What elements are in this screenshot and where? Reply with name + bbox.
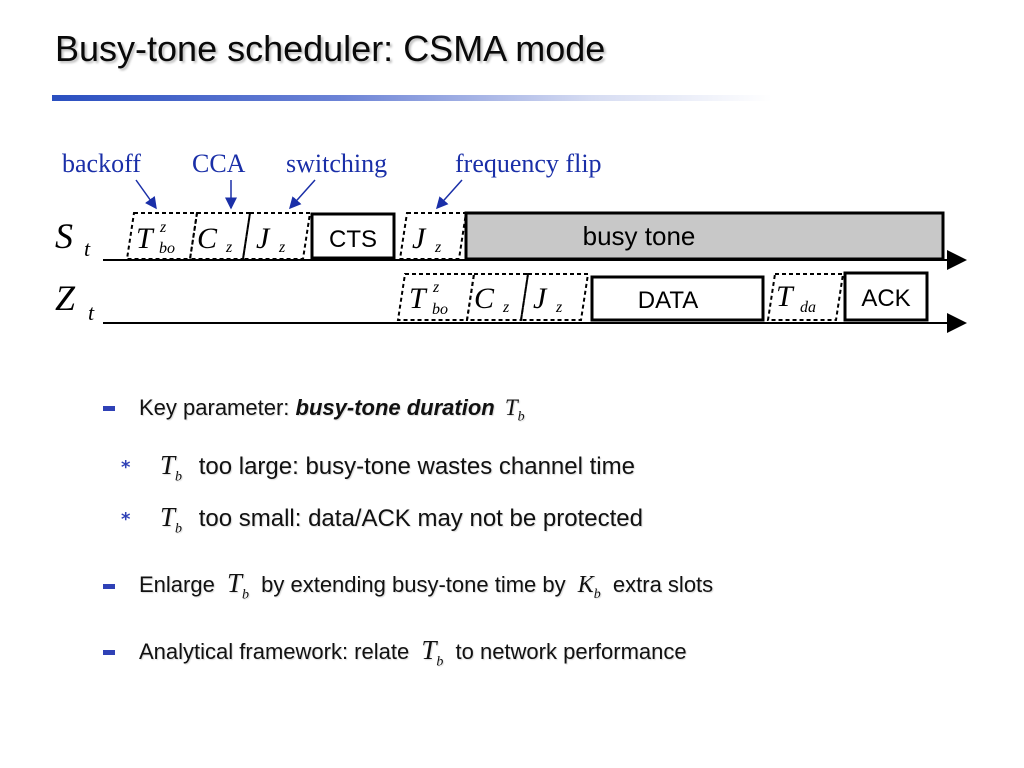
row-label-z: Z t: [55, 278, 95, 325]
svg-text:z: z: [434, 239, 442, 256]
sub-bullet-star-1: *: [121, 457, 131, 478]
svg-text:z: z: [225, 239, 233, 256]
annotation-cca: CCA: [192, 149, 246, 178]
svg-text:T: T: [776, 280, 795, 313]
busy-tone-duration-text: busy-tone duration: [295, 395, 495, 420]
symbol-tb: Tb: [421, 635, 444, 670]
row-label-s: S t: [55, 216, 91, 261]
annotation-backoff: backoff: [62, 149, 141, 178]
svg-text:J: J: [533, 282, 548, 315]
svg-text:S: S: [55, 216, 73, 256]
symbol-tb: Tb: [226, 568, 249, 603]
block-s-backoff: T z bo: [125, 212, 199, 260]
svg-text:z: z: [502, 299, 510, 316]
symbol-tb: Tb: [504, 395, 525, 425]
svg-text:CTS: CTS: [329, 226, 377, 253]
svg-text:T: T: [136, 222, 155, 255]
svg-text:J: J: [256, 222, 271, 255]
svg-text:ACK: ACK: [861, 285, 910, 312]
svg-text:t: t: [84, 236, 91, 261]
svg-text:z: z: [278, 239, 286, 256]
svg-text:T: T: [409, 282, 428, 315]
svg-text:bo: bo: [159, 240, 175, 257]
block-data: DATA: [590, 275, 765, 322]
symbol-tb: Tb: [160, 502, 183, 537]
block-busy-tone: busy tone: [464, 211, 945, 261]
svg-text:C: C: [474, 282, 495, 315]
slide-title: Busy-tone scheduler: CSMA mode: [55, 28, 606, 69]
svg-text:busy tone: busy tone: [583, 221, 696, 251]
sub-bullet-too-small: Tb too small: data/ACK may not be protec…: [160, 502, 643, 537]
bullet-enlarge: Enlarge Tb by extending busy-tone time b…: [139, 568, 714, 603]
block-cts: CTS: [310, 212, 396, 260]
arrow-backoff: [135, 179, 157, 210]
svg-text:J: J: [412, 222, 427, 255]
timing-diagram: backoff CCA switching frequency flip S t…: [55, 149, 967, 333]
svg-text:z: z: [432, 279, 440, 296]
svg-text:z: z: [159, 219, 167, 236]
svg-text:z: z: [555, 299, 563, 316]
block-s-flip: J z: [398, 212, 468, 260]
block-ack: ACK: [843, 271, 929, 322]
svg-text:DATA: DATA: [638, 287, 698, 314]
block-s-switching: J z: [241, 212, 312, 260]
block-z-switching: J z: [519, 273, 590, 321]
svg-text:da: da: [800, 299, 816, 316]
block-s-cca: C z: [188, 212, 252, 260]
bullet-dash-2: [103, 584, 115, 589]
svg-text:C: C: [197, 222, 218, 255]
bullet-dash-3: [103, 650, 115, 655]
symbol-tb: Tb: [160, 450, 183, 485]
bullet-key-parameter: Key parameter: busy-tone duration Tb: [139, 395, 525, 425]
symbol-kb: Kb: [577, 572, 601, 602]
sub-bullet-too-large: Tb too large: busy-tone wastes channel t…: [160, 450, 635, 485]
arrow-frequency-flip: [436, 179, 463, 210]
svg-text:t: t: [88, 300, 95, 325]
sub-bullet-star-2: *: [121, 509, 131, 530]
bullet-dash-1: [103, 406, 115, 411]
block-z-backoff: T z bo: [396, 273, 476, 321]
title-underline: [52, 95, 772, 101]
arrow-switching: [289, 179, 316, 210]
block-z-tda: T da: [766, 273, 845, 321]
block-z-cca: C z: [465, 273, 530, 321]
bullet-analytical-framework: Analytical framework: relate Tb to netwo…: [139, 635, 687, 670]
annotation-frequency-flip: frequency flip: [455, 149, 602, 178]
svg-text:Z: Z: [55, 278, 76, 318]
annotation-switching: switching: [286, 149, 387, 178]
svg-text:bo: bo: [432, 301, 448, 318]
